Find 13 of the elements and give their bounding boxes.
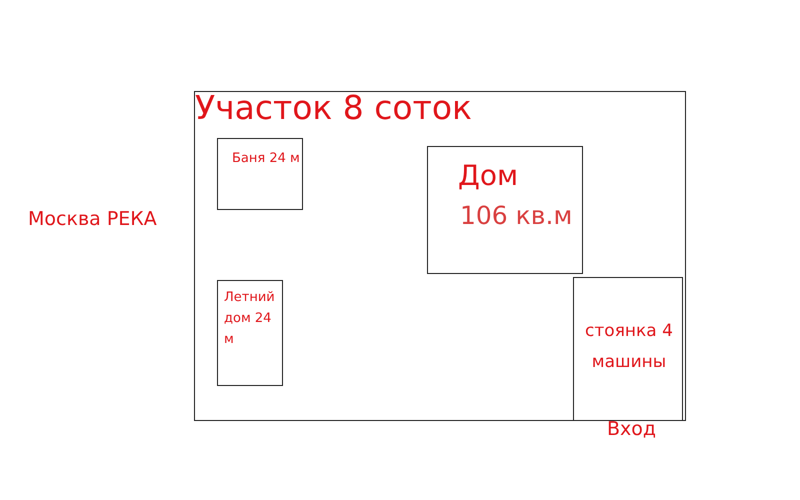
entrance-label: Вход <box>607 418 656 440</box>
area-label: Баня 24 м <box>232 151 300 166</box>
area-size-label: 106 кв.м <box>460 201 572 230</box>
area-label: Дом <box>458 159 518 192</box>
summer-house-box <box>217 280 283 386</box>
parking-box <box>573 277 683 421</box>
area-label: Летний дом 24 м <box>224 289 276 349</box>
house-box <box>427 146 583 274</box>
river-label: Москва РЕКА <box>28 208 157 230</box>
bathhouse-box <box>217 138 303 210</box>
plot-outline <box>194 91 686 421</box>
plot-title: Участок 8 соток <box>195 88 472 127</box>
area-label: стоянка 4 машины <box>584 320 674 374</box>
